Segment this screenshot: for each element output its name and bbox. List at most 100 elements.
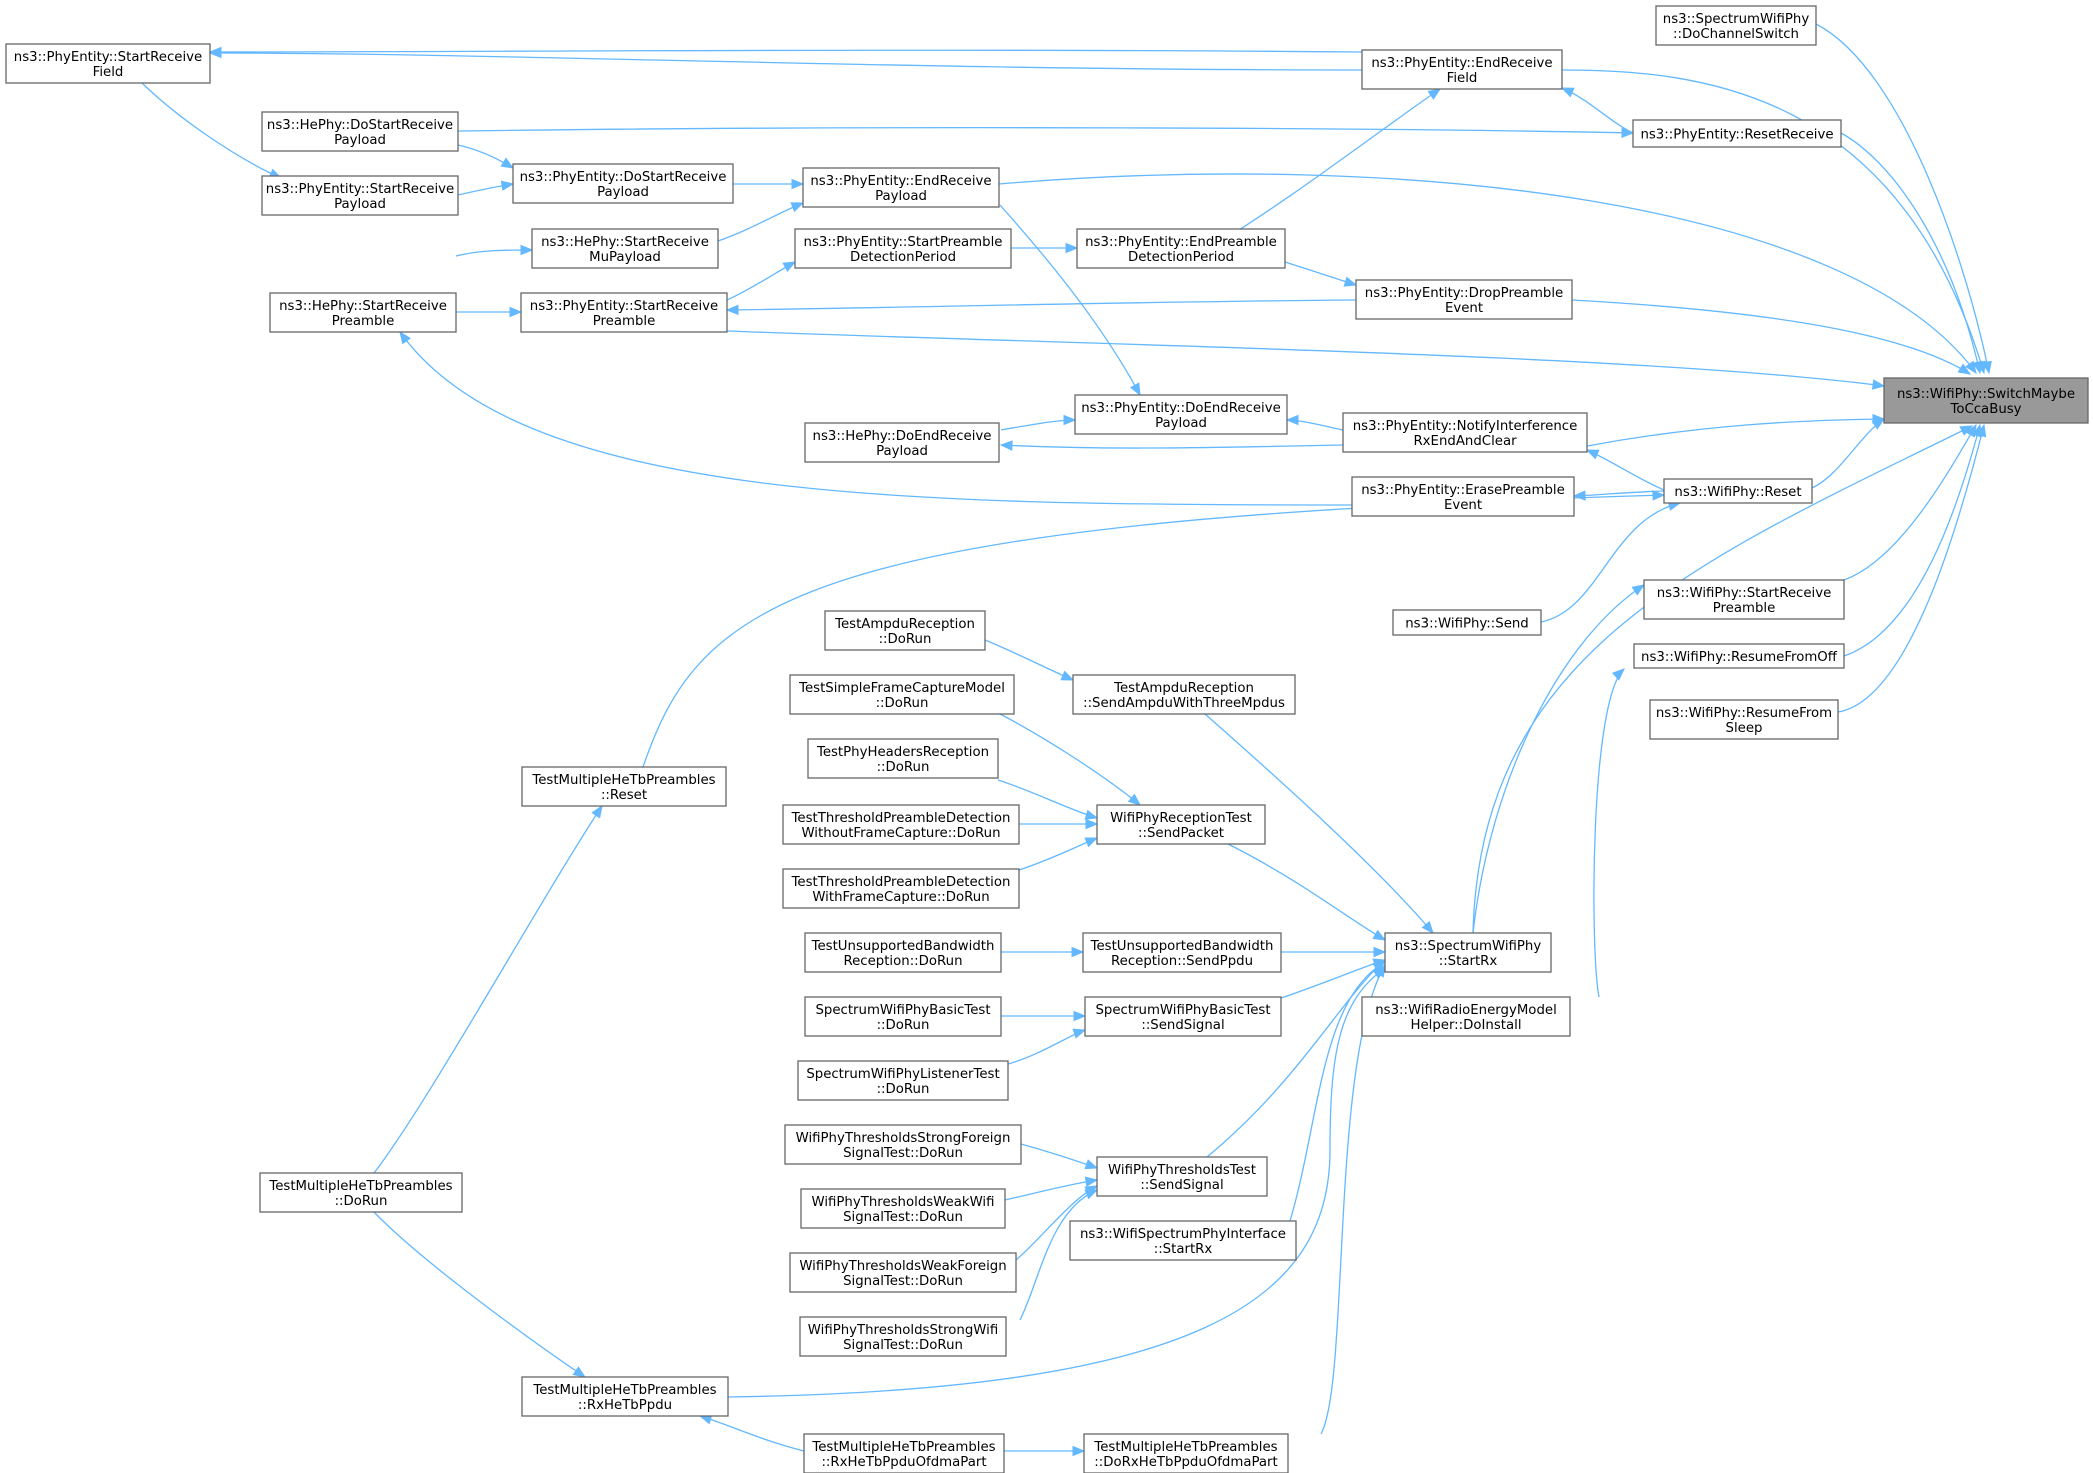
node-label: TestUnsupportedBandwidth — [811, 939, 995, 954]
node-box — [1355, 279, 1573, 320]
arrowhead-icon — [1072, 1445, 1086, 1457]
graph-node-wtss[interactable]: WifiPhyThresholdsTest::SendSignal — [1096, 1156, 1268, 1197]
edge-line — [1540, 502, 1681, 623]
graph-node-wreme[interactable]: ns3::WifiRadioEnergyModelHelper::DoInsta… — [1361, 996, 1571, 1037]
call-edge — [208, 46, 1363, 58]
node-label: ns3::PhyEntity::EndPreamble — [1085, 235, 1277, 250]
graph-node-wspisr[interactable]: ns3::WifiSpectrumPhyInterface::StartRx — [1069, 1220, 1297, 1261]
arrowhead-icon — [1071, 946, 1085, 958]
graph-node-dochsw[interactable]: ns3::SpectrumWifiPhy::DoChannelSwitch — [1655, 5, 1817, 46]
node-box — [1655, 5, 1817, 46]
node-label: ::StartRx — [1154, 1242, 1213, 1257]
edge-line — [1593, 668, 1625, 998]
node-label: WifiPhyReceptionTest — [1110, 811, 1252, 826]
node-label: ns3::PhyEntity::ResetReceive — [1640, 128, 1833, 143]
call-edge — [997, 779, 1099, 820]
graph-node-wrtsp[interactable]: WifiPhyReceptionTest::SendPacket — [1096, 804, 1266, 845]
graph-node-tmhrxo[interactable]: TestMultipleHeTbPreambles::RxHeTbPpduOfd… — [803, 1433, 1005, 1473]
arrowhead-icon — [509, 306, 523, 318]
arrowhead-icon — [1285, 414, 1299, 426]
call-edge — [1585, 449, 1665, 491]
graph-node-tmhdrxo[interactable]: TestMultipleHeTbPreambles::DoRxHeTbPpduO… — [1083, 1433, 1289, 1473]
call-edge — [1000, 414, 1077, 431]
graph-node-spdp[interactable]: ns3::PhyEntity::StartPreambleDetectionPe… — [794, 228, 1012, 269]
graph-node-wsend[interactable]: ns3::WifiPhy::Send — [1392, 609, 1542, 636]
graph-node-swbdr[interactable]: SpectrumWifiPhyBasicTest::DoRun — [804, 996, 1002, 1037]
graph-node-tmhr[interactable]: TestMultipleHeTbPreambles::Reset — [521, 766, 727, 807]
graph-node-nirx[interactable]: ns3::PhyEntity::NotifyInterferenceRxEndA… — [1342, 412, 1588, 453]
graph-node-tubsp[interactable]: TestUnsupportedBandwidthReception::SendP… — [1082, 932, 1282, 973]
graph-node-ttpwo[interactable]: TestThresholdPreambleDetectionWithoutFra… — [782, 804, 1020, 845]
edge-line — [1586, 449, 1665, 491]
node-box — [5, 43, 211, 84]
graph-node-wrfo[interactable]: ns3::WifiPhy::ResumeFromOff — [1633, 643, 1845, 669]
edge-line — [998, 173, 1977, 374]
graph-node-swsrx[interactable]: ns3::SpectrumWifiPhy::StartRx — [1384, 932, 1552, 973]
graph-node-tsfc[interactable]: TestSimpleFrameCaptureModel::DoRun — [789, 674, 1015, 715]
graph-node-swbss[interactable]: SpectrumWifiPhyBasicTest::SendSignal — [1084, 996, 1282, 1037]
call-edge — [1007, 1028, 1087, 1065]
node-label: Preamble — [593, 314, 656, 329]
edge-line — [1018, 837, 1098, 871]
graph-node-wtsw[interactable]: WifiPhyThresholdsStrongWifiSignalTest::D… — [799, 1316, 1007, 1357]
graph-node-wreset[interactable]: ns3::WifiPhy::Reset — [1663, 478, 1813, 504]
node-label: Preamble — [332, 314, 395, 329]
node-label: ns3::PhyEntity::EndReceive — [810, 174, 991, 189]
call-edge — [1204, 713, 1434, 935]
call-edge — [726, 330, 1886, 390]
node-label: ::DoRun — [877, 1018, 930, 1033]
node-box — [1351, 476, 1575, 517]
node-label: SignalTest::DoRun — [843, 1338, 963, 1353]
call-edge — [1586, 413, 1886, 447]
graph-node-wtwf[interactable]: WifiPhyThresholdsWeakForeignSignalTest::… — [789, 1252, 1017, 1293]
node-label: WifiPhyThresholdsWeakWifi — [811, 1195, 994, 1210]
graph-node-tadr[interactable]: TestAmpduReception::DoRun — [824, 610, 986, 651]
graph-node-wtsf[interactable]: WifiPhyThresholdsStrongForeignSignalTest… — [784, 1124, 1022, 1165]
node-label: MuPayload — [589, 250, 661, 265]
node-label: Payload — [1155, 416, 1207, 431]
arrowhead-icon — [1976, 423, 1987, 438]
node-label: TestMultipleHeTbPreambles — [811, 1440, 995, 1455]
node-label: TestAmpduReception — [1113, 681, 1254, 696]
edge-line — [999, 713, 1141, 806]
call-edge — [1001, 1010, 1087, 1022]
node-label: TestThresholdPreambleDetection — [791, 811, 1011, 826]
arrowhead-icon — [1959, 425, 1974, 436]
graph-node-ttpw[interactable]: TestThresholdPreambleDetectionWithFrameC… — [782, 868, 1020, 909]
graph-node-tphr[interactable]: TestPhyHeadersReception::DoRun — [807, 738, 999, 779]
graph-node-swldr[interactable]: SpectrumWifiPhyListenerTest::DoRun — [797, 1060, 1009, 1101]
edge-line — [1586, 418, 1885, 447]
graph-node-resetrcv[interactable]: ns3::PhyEntity::ResetReceive — [1632, 119, 1842, 148]
graph-node-tmhdr[interactable]: TestMultipleHeTbPreambles::DoRun — [259, 1172, 463, 1213]
edge-line — [1019, 1189, 1098, 1321]
node-label: ns3::PhyEntity::EndReceive — [1371, 56, 1552, 71]
node-box — [804, 932, 1002, 973]
node-box — [1361, 49, 1563, 90]
node-box — [804, 996, 1002, 1037]
graph-node-epdp[interactable]: ns3::PhyEntity::EndPreambleDetectionPeri… — [1076, 228, 1286, 269]
node-label: ToCcaBusy — [1949, 402, 2021, 417]
graph-node-tasa[interactable]: TestAmpduReception::SendAmpduWithThreeMp… — [1072, 674, 1296, 715]
node-label: Payload — [334, 197, 386, 212]
graph-node-tmhrx[interactable]: TestMultipleHeTbPreambles::RxHeTbPpdu — [521, 1376, 729, 1417]
graph-node-wtww[interactable]: WifiPhyThresholdsWeakWifiSignalTest::DoR… — [800, 1188, 1006, 1229]
node-label: ns3::WifiPhy::SwitchMaybe — [1897, 387, 2075, 402]
arrowhead-icon — [1084, 1189, 1099, 1200]
